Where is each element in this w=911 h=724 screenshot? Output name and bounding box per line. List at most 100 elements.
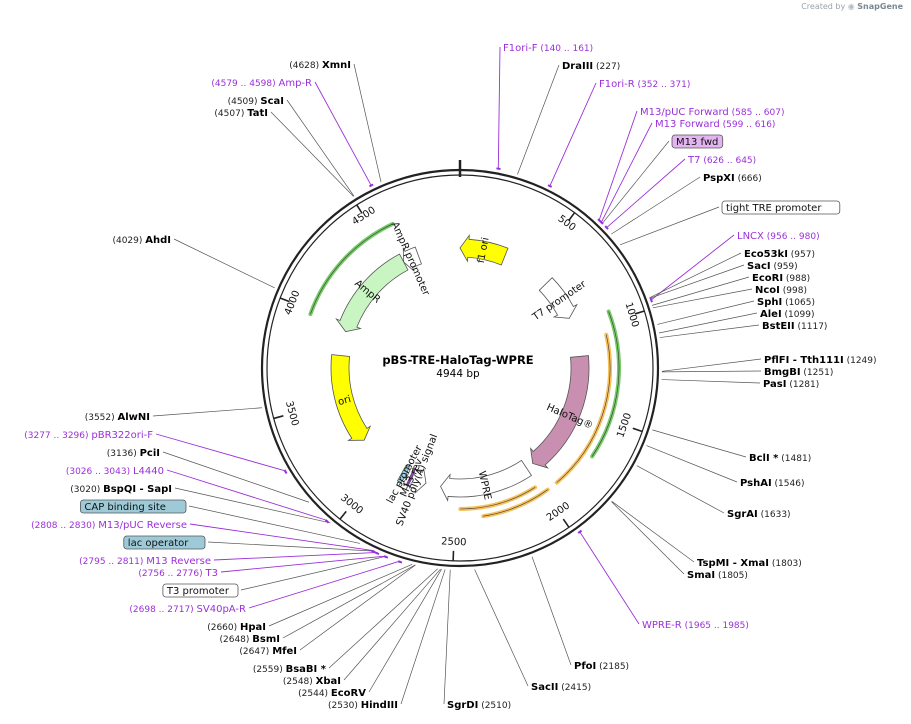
primer-site-mark xyxy=(383,555,389,559)
feature-arrow xyxy=(396,462,412,487)
label-coord: (2544) xyxy=(298,689,331,699)
feature-arrow xyxy=(440,459,533,502)
snapgene-logo-icon: ◉ xyxy=(847,2,855,11)
site-label: (2647) MfeI xyxy=(239,646,297,657)
site-label: (2648) BsmI xyxy=(219,634,280,645)
label-name: Amp-R xyxy=(279,78,313,89)
label-coord: (626 .. 645) xyxy=(700,156,756,166)
label-coord: (2548) xyxy=(283,677,316,687)
primer-site-mark xyxy=(368,183,374,188)
leader-line xyxy=(173,238,275,289)
feature-label: f1 ori xyxy=(476,237,492,265)
tick-label: 4000 xyxy=(283,289,302,317)
site-label: (2808 .. 2830) M13/pUC Reverse xyxy=(31,520,187,531)
label-coord: (956 .. 980) xyxy=(764,232,820,242)
site-label: DraIII (227) xyxy=(562,61,620,72)
label-text: (2808 .. 2830) M13/pUC Reverse xyxy=(31,520,187,531)
tick-label: 3500 xyxy=(283,400,300,427)
label-text: SmaI (1805) xyxy=(687,570,748,581)
label-name: SgrDI xyxy=(447,700,478,711)
feature-arrow xyxy=(402,246,422,272)
leader-line xyxy=(649,264,745,299)
label-name: L4440 xyxy=(133,466,164,477)
tick-mark xyxy=(339,510,347,520)
label-text: (2647) MfeI xyxy=(239,646,297,657)
leader-line xyxy=(600,122,653,224)
label-name: TatI xyxy=(247,108,268,119)
label-name: EcoRV xyxy=(331,688,366,699)
site-label: (2548) XbaI xyxy=(283,676,341,687)
label-name: ScaI xyxy=(260,96,284,107)
leader-line xyxy=(549,82,597,188)
leader-line xyxy=(328,568,438,669)
primer-site-mark xyxy=(397,560,403,564)
leader-line xyxy=(661,370,762,373)
leader-line xyxy=(248,560,401,609)
site-label: TspMI - XmaI (1803) xyxy=(697,558,802,569)
primer-site-mark xyxy=(283,469,288,475)
leader-line xyxy=(207,541,375,552)
leader-line xyxy=(619,206,720,246)
label-coord: (988) xyxy=(783,274,810,284)
site-label: BmgBI (1251) xyxy=(764,367,833,378)
feature-arrow xyxy=(530,355,590,469)
label-name: WPRE-R xyxy=(642,620,682,631)
label-text: SgrAI (1633) xyxy=(727,509,791,520)
label-box-text: tight TRE promoter xyxy=(726,203,822,214)
label-coord: (2530) xyxy=(328,701,361,711)
feature-arrow xyxy=(402,467,427,494)
leader-line xyxy=(611,501,695,563)
label-name: SacI xyxy=(747,261,771,272)
label-text: (3552) AlwNI xyxy=(85,412,150,423)
label-text: PspXI (666) xyxy=(703,173,762,184)
leader-line xyxy=(611,176,701,235)
label-name: T3 xyxy=(205,568,218,579)
label-coord: (1805) xyxy=(715,571,748,581)
label-coord: (2510) xyxy=(478,701,511,711)
site-label: SacII (2415) xyxy=(531,682,591,693)
label-coord: (2795 .. 2811) xyxy=(79,557,146,567)
site-label: (4628) XmnI xyxy=(289,60,351,71)
site-label: T3 promoter xyxy=(162,583,239,598)
leader-line xyxy=(649,252,742,299)
tick-label: 3000 xyxy=(338,492,365,516)
label-text: (4628) XmnI xyxy=(289,60,351,71)
label-name: F1ori-F xyxy=(503,43,538,54)
label-text: PflFI - Tth111I (1249) xyxy=(764,355,877,366)
label-text: BclI * (1481) xyxy=(749,453,811,464)
label-name: M13 Reverse xyxy=(146,556,211,567)
tick-label: 4500 xyxy=(350,205,377,228)
label-box xyxy=(721,200,841,215)
label-name: M13/pUC Forward xyxy=(640,107,729,118)
primer-site-mark xyxy=(599,220,604,225)
leader-line xyxy=(189,523,374,552)
primer-site-mark xyxy=(371,549,376,554)
site-label: (3136) PciI xyxy=(107,448,160,459)
leader-line xyxy=(652,288,753,309)
label-text: (2756 .. 2776) T3 xyxy=(138,568,218,579)
tick-label: 1500 xyxy=(615,412,634,440)
tick-mark xyxy=(632,427,643,433)
site-labels: F1ori-F (140 .. 161)DraIII (227)F1ori-R … xyxy=(24,43,876,711)
label-text: (2648) BsmI xyxy=(219,634,280,645)
leader-line xyxy=(155,433,287,472)
label-text: (3020) BspQI - SapI xyxy=(70,484,172,495)
site-label: (4579 .. 4598) Amp-R xyxy=(211,78,312,89)
label-coord: (4509) xyxy=(228,97,261,107)
label-text: (2548) XbaI xyxy=(283,676,341,687)
label-text: WPRE-R (1965 .. 1985) xyxy=(642,620,749,631)
label-name: BspQI - SapI xyxy=(103,484,172,495)
site-label: (4029) AhdI xyxy=(112,235,171,246)
leader-line xyxy=(368,568,442,693)
label-text: PshAI (1546) xyxy=(740,478,804,489)
orf-arc-outline xyxy=(460,487,536,510)
leader-line xyxy=(517,64,560,175)
label-box-text: lac operator xyxy=(128,538,189,549)
label-coord: (1633) xyxy=(758,510,791,520)
label-text: (4509) ScaI xyxy=(228,96,284,107)
label-coord: (585 .. 607) xyxy=(729,108,785,118)
label-box xyxy=(80,499,187,514)
feature-arrow xyxy=(330,354,372,441)
label-text: (2795 .. 2811) M13 Reverse xyxy=(79,556,211,567)
site-label: (3552) AlwNI xyxy=(85,412,150,423)
